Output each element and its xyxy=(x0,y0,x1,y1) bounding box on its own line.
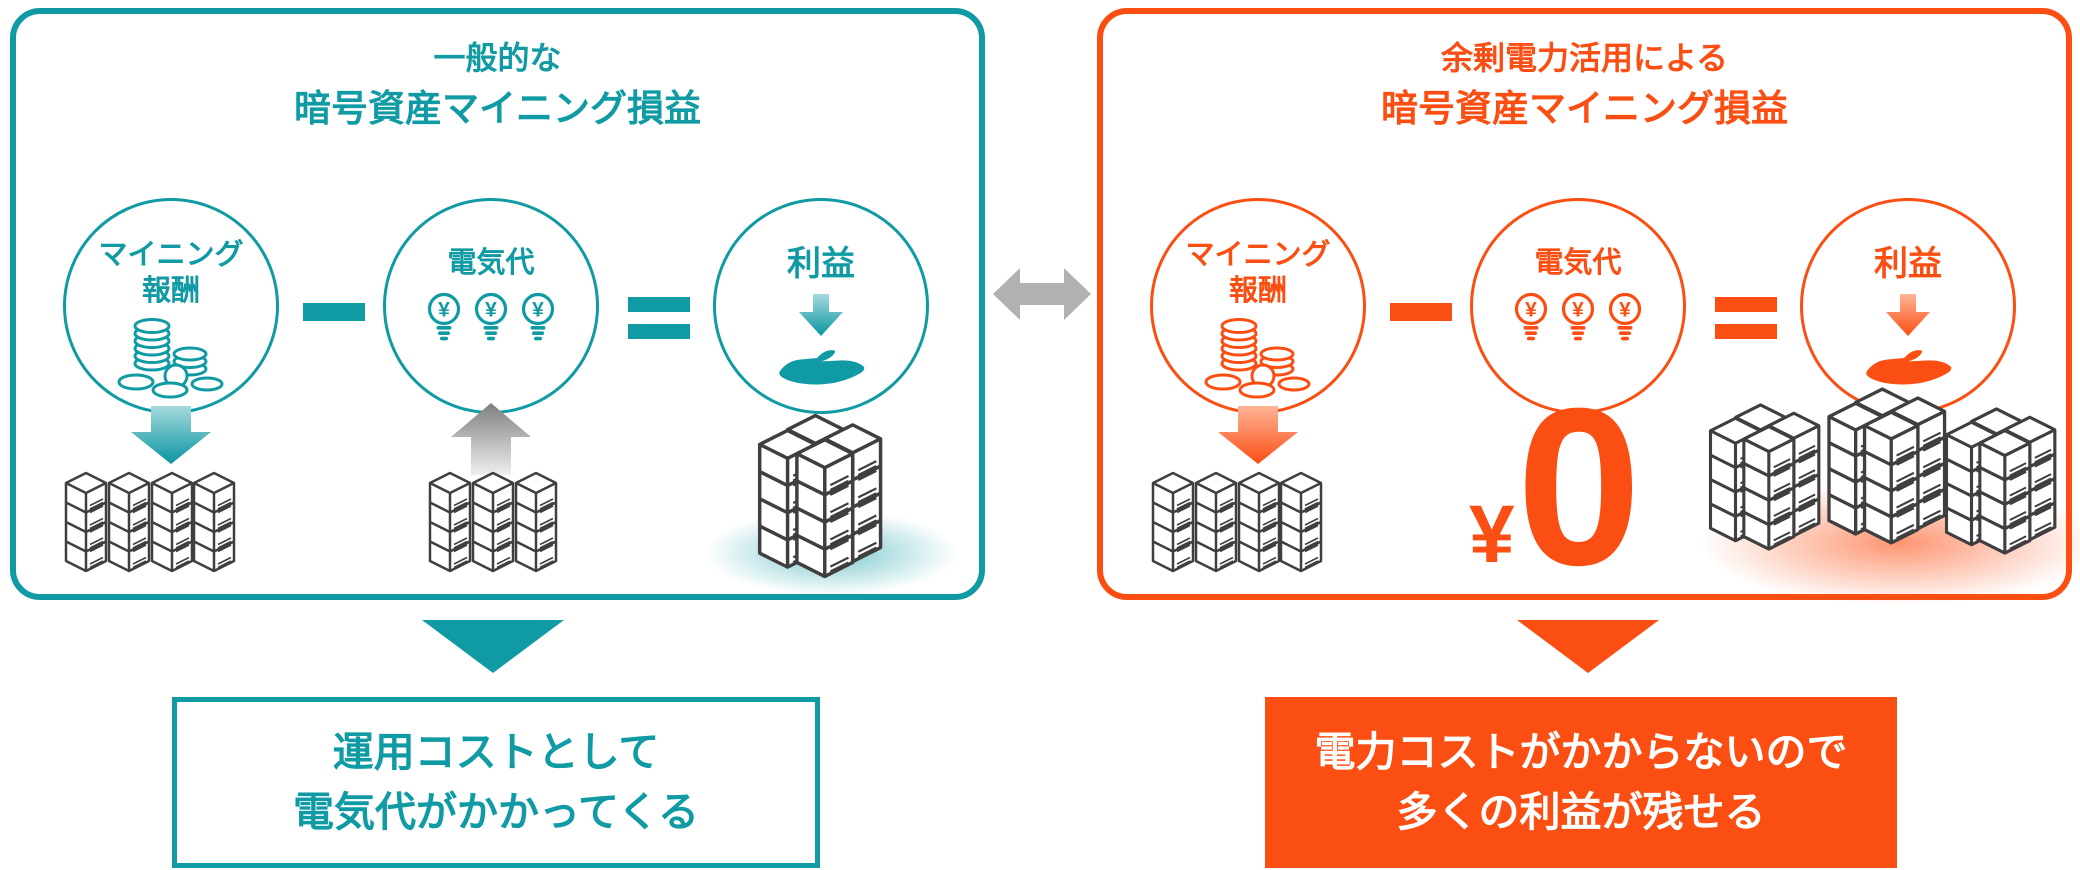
profit-label: 利益 xyxy=(787,245,855,283)
down-arrow-icon xyxy=(799,293,843,336)
yen-lightbulb-icon xyxy=(1604,291,1646,349)
standard-conclusion-box: 運用コストとして 電気代がかかってくる xyxy=(172,697,820,868)
comparison-arrow-icon xyxy=(993,268,1091,320)
surplus-conclusion-box: 電力コストがかからないので 多くの利益が残せる xyxy=(1265,697,1897,868)
mining-reward-label-line1: マイニング xyxy=(98,239,244,271)
reward-flow-arrow xyxy=(131,406,211,464)
mining-rigs-icon xyxy=(428,471,558,573)
standard-title-line2: 暗号資産マイニング損益 xyxy=(294,88,701,129)
mining-reward-label-line1: マイニング xyxy=(1185,239,1331,271)
profit-circle: 利益 xyxy=(713,198,929,414)
down-arrow-icon xyxy=(1886,293,1930,336)
electricity-label: 電気代 xyxy=(1534,247,1622,279)
down-triangle-icon xyxy=(1517,620,1659,673)
mining-rigs-icon xyxy=(1151,471,1323,573)
coins-icon xyxy=(1199,314,1317,402)
profit-circle: 利益 xyxy=(1800,198,2016,414)
server-cluster-icon xyxy=(746,410,924,582)
electricity-cost-circle: 電気代 xyxy=(1470,198,1686,414)
coins-icon xyxy=(112,314,230,402)
standard-panel-title: 一般的な 暗号資産マイニング損益 xyxy=(16,34,979,136)
zero-cost-amount: 0 xyxy=(1516,361,1642,612)
reward-flow-arrow xyxy=(1218,406,1298,464)
mining-reward-label-line2: 報酬 xyxy=(141,275,200,308)
down-triangle-icon xyxy=(422,620,564,673)
equals-operator xyxy=(628,297,690,351)
receiving-hand-icon xyxy=(775,340,867,398)
yen-lightbulb-icon xyxy=(1510,291,1552,349)
minus-operator xyxy=(1390,303,1452,321)
electricity-cost-circle: 電気代 xyxy=(383,198,599,414)
lightbulb-row xyxy=(423,291,559,349)
minus-operator xyxy=(303,303,365,321)
standard-title-line1: 一般的な xyxy=(433,40,562,76)
surplus-title-line2: 暗号資産マイニング損益 xyxy=(1381,88,1788,129)
standard-mining-panel: 一般的な 暗号資産マイニング損益 マイニング 報酬 電気代 利益 xyxy=(10,8,985,600)
yen-lightbulb-icon xyxy=(470,291,512,349)
server-cluster-row-icon xyxy=(1703,382,2080,584)
equals-operator xyxy=(1715,297,1777,351)
mining-reward-label: マイニング 報酬 xyxy=(98,237,243,310)
mining-reward-label: マイニング 報酬 xyxy=(1185,237,1330,310)
profit-label: 利益 xyxy=(1874,245,1942,283)
surplus-power-mining-panel: 余剰電力活用による 暗号資産マイニング損益 マイニング 報酬 電気代 利益 xyxy=(1097,8,2080,612)
yen-lightbulb-icon xyxy=(517,291,559,349)
surplus-conclusion-line1: 電力コストがかからないので xyxy=(1314,729,1848,776)
mining-reward-circle: マイニング 報酬 xyxy=(63,198,279,414)
zero-cost-currency: ¥ xyxy=(1469,489,1515,581)
mining-reward-label-line2: 報酬 xyxy=(1228,275,1287,308)
standard-conclusion-line2: 電気代がかかってくる xyxy=(293,788,699,835)
yen-lightbulb-icon xyxy=(1557,291,1599,349)
yen-lightbulb-icon xyxy=(423,291,465,349)
lightbulb-row xyxy=(1510,291,1646,349)
surplus-panel-title: 余剰電力活用による 暗号資産マイニング損益 xyxy=(1103,34,2066,136)
surplus-title-line1: 余剰電力活用による xyxy=(1440,40,1729,76)
electricity-label: 電気代 xyxy=(447,247,535,279)
mining-rigs-icon xyxy=(64,471,236,573)
mining-reward-circle: マイニング 報酬 xyxy=(1150,198,1366,414)
zero-electricity-cost: ¥ 0 xyxy=(1469,361,1642,612)
standard-conclusion-line1: 運用コストとして xyxy=(332,729,660,776)
surplus-conclusion-line2: 多くの利益が残せる xyxy=(1396,788,1766,835)
electricity-flow-arrow xyxy=(451,403,531,475)
